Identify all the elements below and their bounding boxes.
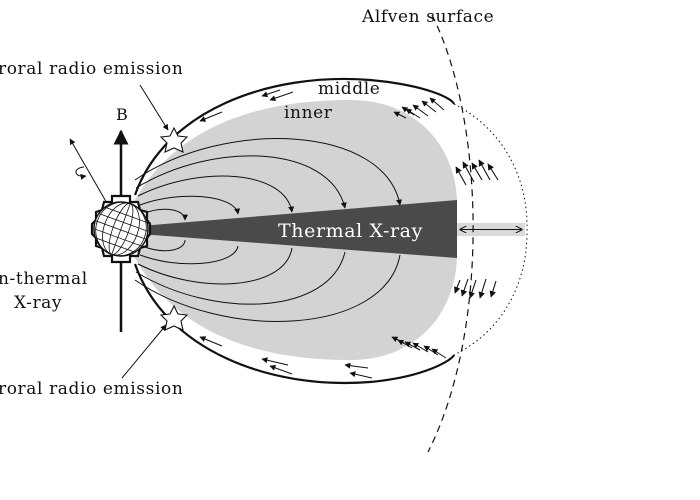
star-globe-icon [93,201,149,257]
auroral-callout-top [139,84,169,131]
thermal-xray-wedge [140,200,457,258]
nonthermal-xray-label-line1: n-thermal [0,269,88,289]
alfven-surface-label: Alfven surface [361,7,494,27]
magnetic-field-lines [134,138,402,322]
middle-region-label: middle [318,79,380,99]
auroral-radio-emission-label-bottom: roral radio emission [0,379,183,399]
boundary-flow-arrows-top [199,89,294,122]
auroral-emission-star-icon [159,304,189,331]
inner-region-label: inner [284,103,333,123]
thermal-xray-label: Thermal X-ray [278,220,423,242]
outer-dotted-boundary [453,103,528,356]
b-field-label: B [116,105,128,124]
auroral-callout-bottom [121,324,167,379]
boundary-flow-arrows-bottom [199,336,373,379]
nonthermal-xray-label-line2: X-ray [14,293,62,313]
auroral-emission-star-icon [159,126,189,153]
outflow-arrows-lower [391,336,447,359]
slanted-arrows-upper-right [455,159,499,186]
rotation-axis-icon [69,138,109,206]
alfven-surface-curve [427,14,474,453]
slanted-arrows-lower-right [454,278,497,299]
outflow-arrows-upper [393,97,445,119]
auroral-radio-emission-label-top: roral radio emission [0,59,183,79]
